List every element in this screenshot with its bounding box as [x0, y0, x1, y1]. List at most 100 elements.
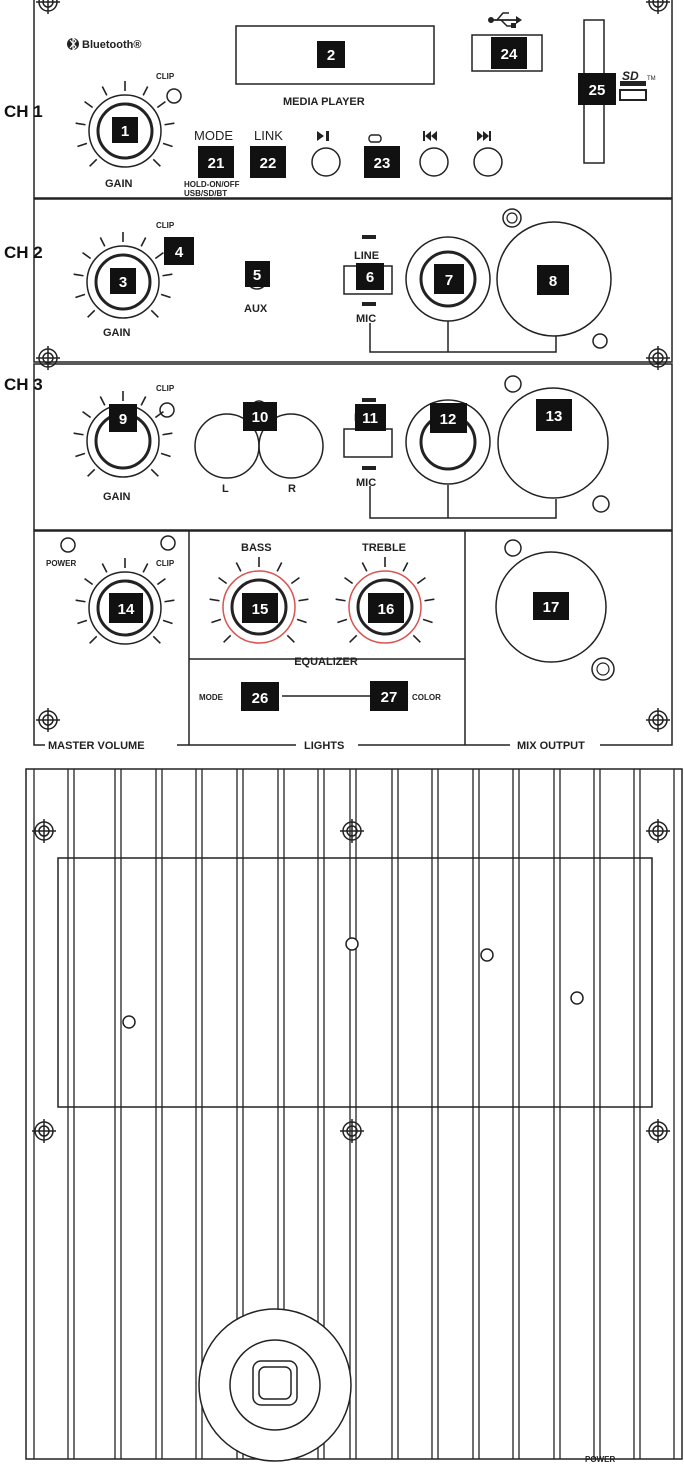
knob-tick: [77, 142, 88, 148]
knob-tick: [82, 410, 92, 419]
knob-tick: [361, 562, 368, 572]
knob-tick-marks: [73, 81, 435, 644]
svg-text:10: 10: [252, 409, 269, 426]
knob-tick: [164, 599, 175, 603]
ch3-xlr-input[interactable]: [497, 375, 610, 513]
rca-right-jack[interactable]: [258, 413, 324, 479]
knob-tick: [412, 634, 421, 643]
ch3-clip-led: [159, 402, 175, 418]
ch2-mic-label: MIC: [356, 313, 376, 325]
svg-text:4: 4: [175, 244, 184, 261]
bass-knob[interactable]: [222, 570, 296, 644]
svg-text:13: 13: [546, 408, 563, 425]
knob-tick: [89, 158, 98, 167]
ch1-gain-label: GAIN: [105, 178, 133, 190]
power-led: [60, 537, 76, 553]
svg-text:15: 15: [252, 601, 269, 618]
aux-label: AUX: [244, 303, 268, 315]
power-label: POWER: [46, 559, 76, 568]
play-pause-button[interactable]: [311, 131, 341, 177]
callout-22: 22: [250, 146, 286, 178]
callout-21: 21: [198, 146, 234, 178]
amplifier-heatsink: [25, 768, 683, 1460]
bluetooth-label: Bluetooth®: [82, 39, 141, 51]
knob-tick: [89, 635, 98, 644]
knob-tick: [298, 598, 309, 602]
callout-13: 13: [536, 399, 572, 431]
ch3-combo-bracket: [369, 485, 557, 519]
knob-tick: [101, 563, 108, 573]
channel-2-section: [33, 198, 673, 363]
knob-tick: [99, 396, 106, 406]
svg-text:16: 16: [378, 601, 395, 618]
ch3-line-mic-switch[interactable]: [343, 428, 393, 458]
knob-tick: [344, 576, 354, 585]
knob-tick: [140, 237, 147, 247]
knob-tick: [75, 452, 86, 458]
knob-tick: [84, 577, 94, 586]
callout-3: 3: [110, 268, 136, 294]
ch3-gain-label: GAIN: [103, 491, 131, 503]
master-clip-label: CLIP: [156, 559, 175, 568]
media-player-label: MEDIA PLAYER: [283, 96, 365, 108]
mode-label: MODE: [194, 128, 233, 143]
svg-text:24: 24: [501, 46, 518, 63]
screw-icon: [339, 818, 365, 844]
svg-text:11: 11: [362, 410, 378, 427]
link-label: LINK: [254, 128, 283, 143]
ch1-gain-knob[interactable]: [88, 94, 162, 168]
knob-tick: [349, 634, 358, 643]
knob-tick: [223, 634, 232, 643]
knob-tick: [156, 577, 166, 586]
ch2-xlr-input[interactable]: [496, 208, 612, 349]
next-track-icon: [477, 131, 489, 141]
master-volume-knob[interactable]: [88, 571, 162, 645]
lights-label: LIGHTS: [304, 740, 344, 752]
svg-text:1: 1: [121, 123, 129, 140]
knob-tick: [150, 468, 159, 477]
repeat-icon: [368, 134, 382, 143]
svg-text:12: 12: [440, 411, 457, 428]
knob-tick: [335, 598, 346, 602]
equalizer-label: EQUALIZER: [294, 656, 358, 668]
previous-track-button[interactable]: [419, 131, 449, 177]
usb-port[interactable]: [471, 34, 543, 72]
ch3-mic-label: MIC: [356, 477, 376, 489]
treble-knob[interactable]: [348, 570, 422, 644]
callout-17: 17: [533, 592, 569, 620]
ch2-gain-label: GAIN: [103, 327, 131, 339]
knob-tick: [87, 468, 96, 477]
knob-tick: [218, 576, 228, 585]
power-inlet[interactable]: [198, 1308, 352, 1462]
mode-sub-label-1: HOLD-ON/OFF: [184, 180, 240, 189]
knob-tick: [162, 432, 173, 436]
knob-tick: [84, 100, 94, 109]
svg-text:17: 17: [543, 599, 560, 616]
ch1-clip-led: [166, 88, 182, 104]
svg-text:14: 14: [118, 601, 135, 618]
knob-tick: [154, 410, 164, 419]
rca-left-label: L: [222, 483, 229, 495]
knob-tick: [156, 100, 166, 109]
ch2-combo-bracket: [369, 321, 557, 353]
svg-text:5: 5: [253, 267, 261, 284]
svg-text:7: 7: [445, 272, 453, 289]
mix-output-xlr[interactable]: [495, 539, 615, 681]
callout-11: 11: [355, 404, 386, 431]
previous-track-icon: [423, 131, 425, 141]
repeat-button[interactable]: [368, 134, 382, 143]
callout-24: 24: [491, 37, 527, 69]
knob-tick: [101, 86, 108, 96]
channel-1-label: CH 1: [4, 102, 43, 121]
callout-10: 10: [243, 402, 277, 431]
ch2-gain-knob[interactable]: [86, 245, 160, 319]
lights-mode-label: MODE: [199, 693, 224, 702]
ch1-clip-label: CLIP: [156, 72, 175, 81]
next-track-button[interactable]: [473, 131, 503, 177]
callout-6: 6: [356, 263, 384, 290]
play-pause-icon: [317, 131, 324, 141]
rca-right-label: R: [288, 483, 296, 495]
callout-27: 27: [370, 681, 408, 711]
callout-5: 5: [245, 261, 270, 287]
ch2-clip-label: CLIP: [156, 221, 175, 230]
